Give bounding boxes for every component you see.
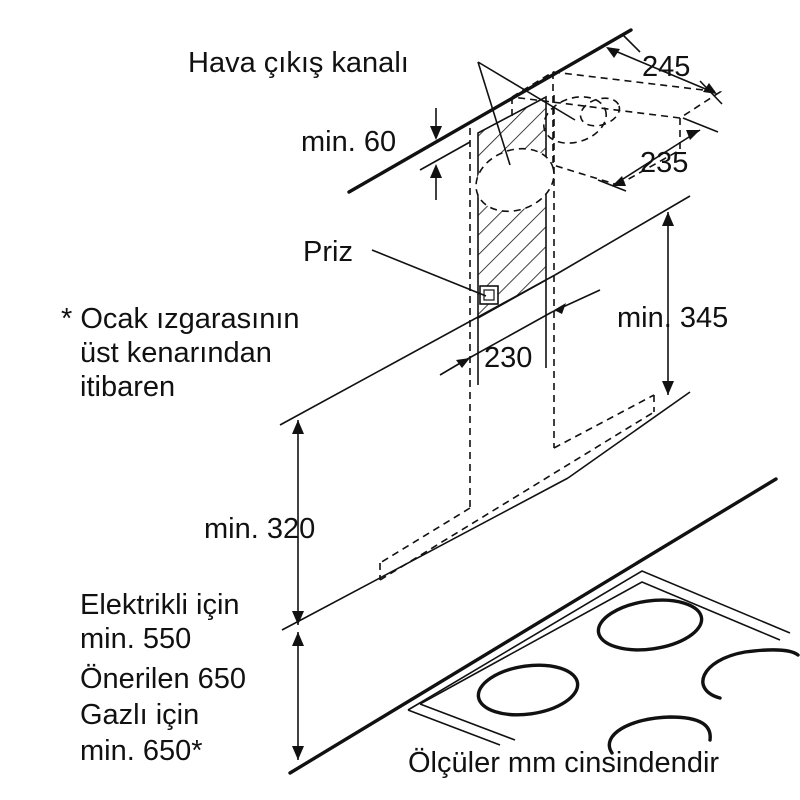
units-note: Ölçüler mm cinsindendir	[408, 747, 719, 779]
dim-230-label: 230	[484, 342, 532, 374]
wall-panel	[475, 95, 555, 320]
min-60-label: min. 60	[301, 126, 396, 158]
footnote-line3: itibaren	[80, 371, 175, 403]
socket-label: Priz	[303, 236, 353, 268]
electric-line2: min. 550	[80, 623, 191, 655]
gas-line1: Gazlı için	[80, 699, 199, 731]
dimension-lines	[279, 34, 723, 760]
gas-line2: min. 650*	[80, 735, 203, 767]
footnote-line1: * Ocak ızgarasının	[61, 303, 300, 335]
hob	[288, 477, 800, 775]
dim-245-label: 245	[642, 51, 690, 83]
recommended-label: Önerilen 650	[80, 663, 246, 695]
chimney-outline	[379, 95, 655, 581]
footnote-line2: üst kenarından	[80, 337, 272, 369]
min-345-label: min. 345	[617, 302, 728, 334]
air-outlet-label: Hava çıkış kanalı	[188, 47, 409, 79]
dim-235-label: 235	[640, 147, 688, 179]
electric-line1: Elektrikli için	[80, 589, 240, 621]
min-320-label: min. 320	[204, 513, 315, 545]
ceiling-line	[347, 28, 633, 194]
